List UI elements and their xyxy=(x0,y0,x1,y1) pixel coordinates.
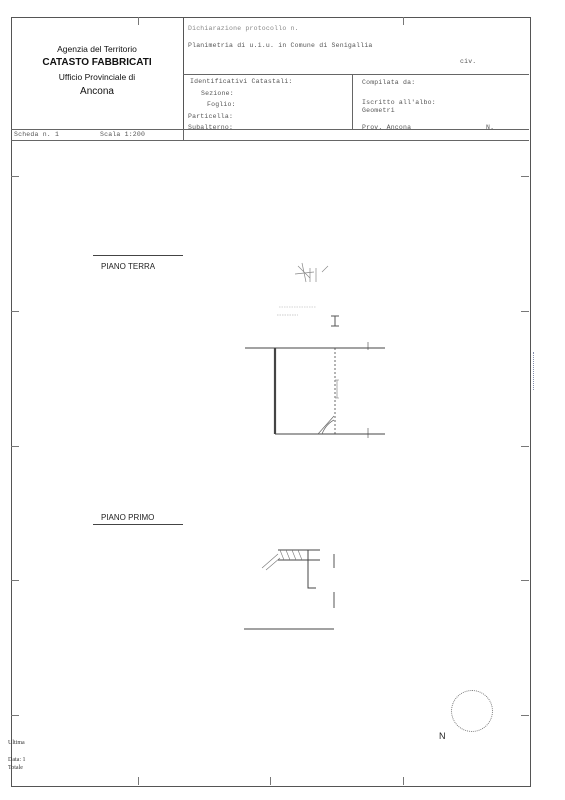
sezione-text: Sezione: xyxy=(201,90,234,97)
scribble-mark xyxy=(294,262,329,283)
border-tick xyxy=(270,777,271,785)
border-tick xyxy=(521,580,529,581)
side-stamp xyxy=(533,352,538,390)
footer-data: Data: 1 xyxy=(8,757,26,763)
agency-line-1: Agenzia del Territorio xyxy=(57,44,137,54)
planimetria-text: Planimetria di u.i.u. in Comune di Senig… xyxy=(188,42,373,49)
first-floor-plan xyxy=(244,549,335,630)
foglio-text: Foglio: xyxy=(207,101,236,108)
iscritto-text: Iscritto all'albo: xyxy=(362,99,436,106)
scheda-divider-v xyxy=(183,129,184,140)
ground-floor-plan xyxy=(245,262,385,438)
n-text: N. xyxy=(486,124,495,131)
border-tick xyxy=(138,777,139,785)
piano-terra-title: PIANO TERRA xyxy=(101,262,156,271)
ground-floor-walls xyxy=(245,342,385,438)
agency-line-4: Ancona xyxy=(80,86,114,97)
compilata-text: Compilata da: xyxy=(362,79,416,86)
piano-primo-title: PIANO PRIMO xyxy=(101,513,155,522)
tiny-label-glyphs xyxy=(279,306,316,308)
agency-line-2: CATASTO FABBRICATI xyxy=(42,57,152,68)
border-tick xyxy=(521,715,529,716)
piano-terra-rule xyxy=(93,255,183,256)
geometri-text: Geometri xyxy=(362,107,395,114)
header-bottom-line xyxy=(11,129,529,130)
border-tick xyxy=(138,17,139,25)
agency-line-3: Ufficio Provinciale di xyxy=(58,72,136,82)
border-tick xyxy=(11,311,19,312)
border-tick xyxy=(521,446,529,447)
tiny-label-glyphs xyxy=(277,314,298,316)
border-tick xyxy=(11,446,19,447)
border-tick xyxy=(11,176,19,177)
civ-text: civ. xyxy=(460,58,477,65)
dimension-marks xyxy=(335,379,339,399)
footer-ultima: Ultima xyxy=(8,740,25,746)
protocol-text: Dichiarazione protocollo n. xyxy=(188,25,299,32)
piano-primo-rule xyxy=(93,524,183,525)
header-divider-1 xyxy=(183,74,529,75)
identificativi-text: Identificativi Catastali: xyxy=(190,78,293,85)
border-tick xyxy=(521,311,529,312)
agency-box xyxy=(11,17,184,129)
border-tick xyxy=(403,777,404,785)
stair-steps xyxy=(261,549,303,571)
first-floor-walls xyxy=(244,549,335,630)
border-tick xyxy=(403,17,404,25)
subalterno-text: Subalterno: xyxy=(188,124,234,131)
scheda-bottom-line xyxy=(11,140,529,141)
scala-text: Scala 1:200 xyxy=(100,131,146,138)
scheda-text: Scheda n. 1 xyxy=(14,131,60,138)
sheet-frame xyxy=(11,17,531,787)
border-tick xyxy=(521,176,529,177)
border-tick xyxy=(11,715,19,716)
compass-circle xyxy=(451,690,493,732)
ground-tiny-label xyxy=(278,303,318,313)
border-tick xyxy=(11,580,19,581)
stair-icon xyxy=(331,315,339,327)
footer-totale: Totale xyxy=(8,765,23,771)
particella-text: Particella: xyxy=(188,113,234,120)
prov-text: Prov. Ancona xyxy=(362,124,412,131)
door-symbol xyxy=(317,415,335,435)
compass-north-label: N xyxy=(439,731,446,741)
ground-tiny-label xyxy=(276,311,300,321)
header-divider-v xyxy=(352,74,353,129)
